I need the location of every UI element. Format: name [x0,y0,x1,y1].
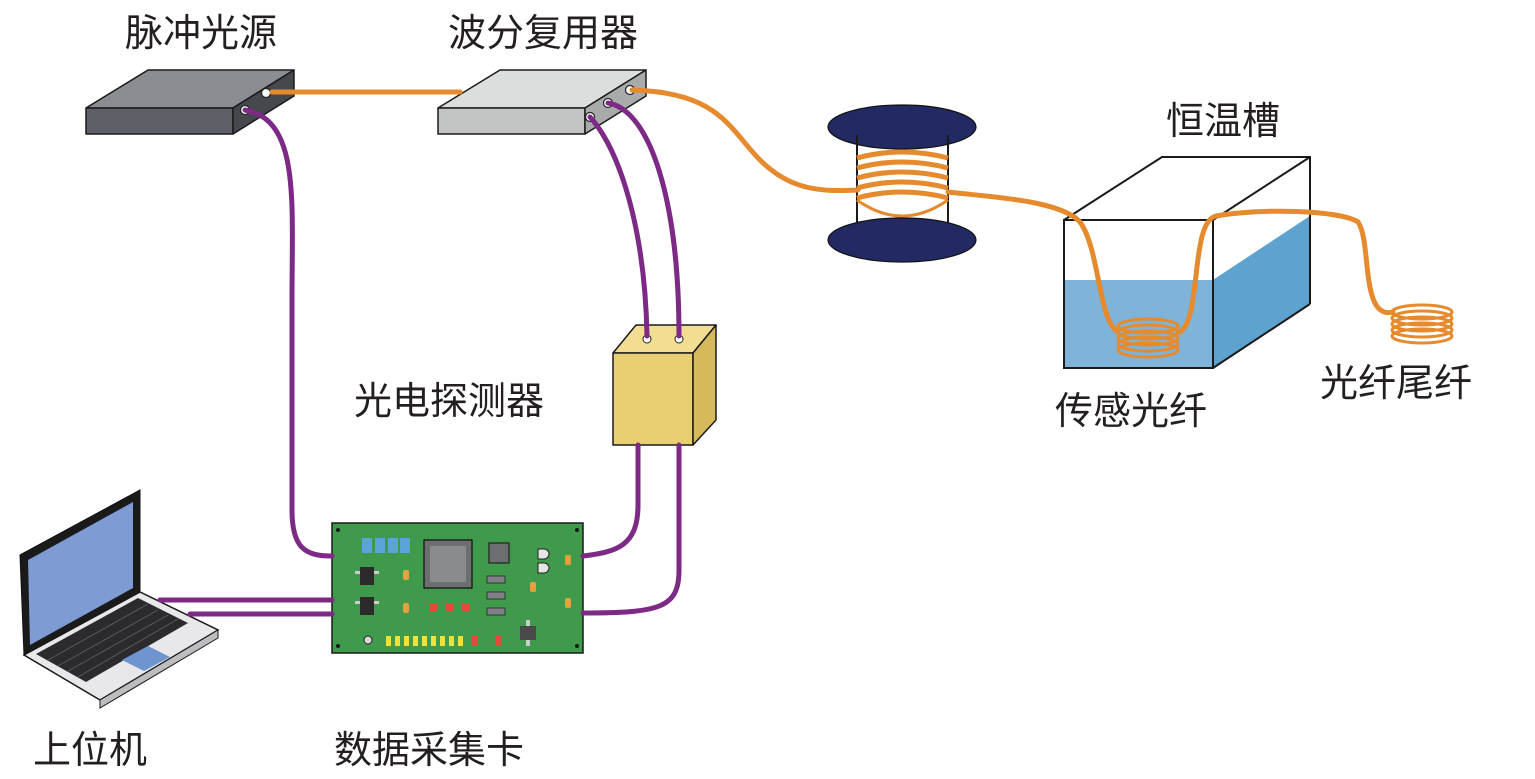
label-tail-fiber: 光纤尾纤 [1320,361,1472,405]
cable-detector-to-daq-1 [580,442,641,559]
pulse-source-box [85,69,295,135]
cable-wdm-to-detector-2 [605,100,682,339]
cable-source-to-daq [242,107,335,559]
label-daq-card: 数据采集卡 [334,728,524,772]
fiber-spool-to-bath [945,189,1121,335]
label-thermostat-bath: 恒温槽 [1166,99,1280,143]
wdm-box [437,69,647,135]
tail-fiber-coil [1390,303,1454,345]
thermostat-bath [1063,156,1311,369]
pulse-source-port-optical [260,87,272,99]
cable-wdm-to-detector-1 [587,114,650,339]
label-host-computer: 上位机 [33,728,147,772]
label-photodetector: 光电探测器 [354,379,544,423]
cable-detector-to-daq-2 [580,442,682,616]
fiber-spool [827,104,977,263]
photodetector-box [612,324,717,446]
label-wdm: 波分复用器 [448,11,638,55]
daq-board [331,522,584,654]
fiber-bath-to-tail [1177,208,1396,335]
label-pulse-source: 脉冲光源 [125,11,277,55]
laptop [19,489,220,709]
fiber-wdm-to-spool [629,87,861,194]
label-sensing-fiber: 传感光纤 [1055,389,1207,433]
